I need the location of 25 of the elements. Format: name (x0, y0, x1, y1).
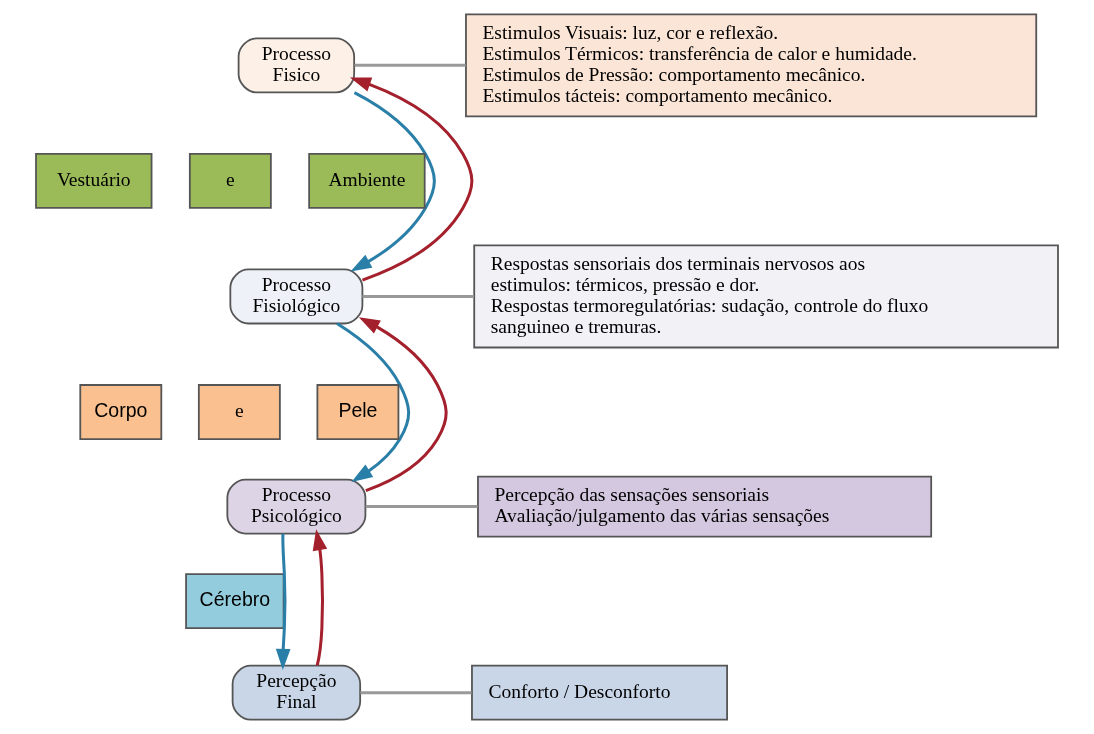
node-box: Conforto / Desconforto (471, 664, 728, 721)
node-box: Percepção Final (231, 664, 362, 721)
arrow (349, 77, 474, 282)
arrow (275, 533, 291, 670)
connector (360, 691, 472, 695)
node-box: Ambiente (308, 153, 426, 209)
node-box: Processo Fisiológico (229, 268, 364, 325)
node-box: e (197, 384, 281, 440)
node-box: Pele (316, 384, 400, 440)
node-box: Percepção das sensações sensoriais Avaliação/julgamento das várias sensações (477, 475, 933, 538)
arrow (358, 317, 448, 493)
node-box: Vestuário (35, 153, 153, 209)
arrow (350, 91, 436, 272)
node-box: Respostas sensoriais dos terminais nervosos aos estimulos: térmicos, pressão e dor. Respostas termoregulatórias: sudação, controle do fluxo sanguineo e tremuras. (473, 244, 1059, 349)
node-box: Estimulos Visuais: luz, cor e reflexão. Estimulos Térmicos: transferência de calor e humidade. Estimulos de Pressão: comportamento mecânico. Estimulos tácteis: comportamento mecânico. (465, 13, 1038, 118)
node-box: Processo Fisico (237, 37, 356, 94)
connector (365, 505, 478, 509)
connector (362, 294, 474, 298)
connector (354, 63, 466, 67)
arrow (336, 322, 411, 482)
node-box: Processo Psicológico (226, 478, 367, 535)
node-box: e (188, 153, 272, 209)
node-box: Corpo (79, 384, 163, 440)
arrow (312, 529, 328, 666)
node-box: Cérebro (185, 573, 285, 630)
